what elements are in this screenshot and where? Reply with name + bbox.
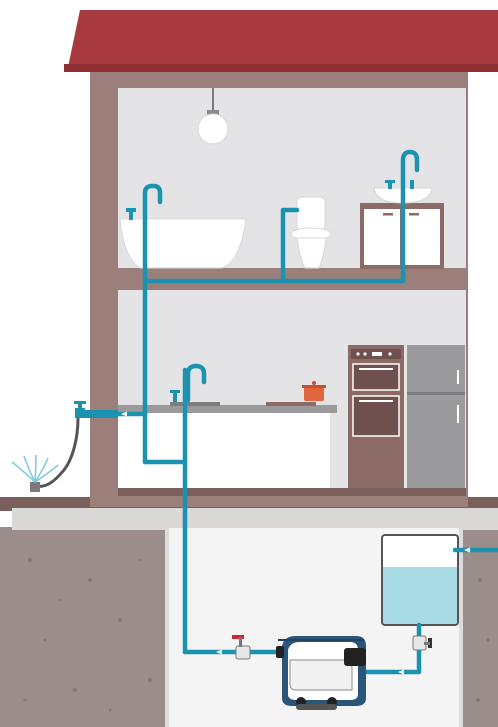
lawn-sprinkler-icon (12, 455, 58, 492)
roof (64, 10, 498, 72)
fridge-icon (407, 345, 465, 488)
storage-tank-icon (382, 535, 458, 625)
valve-icon (413, 636, 432, 650)
oven-icon (348, 345, 404, 488)
water-pump-icon (276, 636, 366, 710)
